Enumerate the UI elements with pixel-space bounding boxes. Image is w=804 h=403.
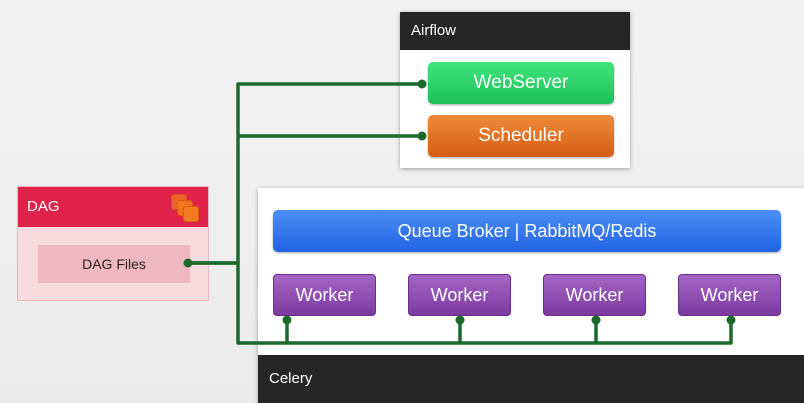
connector-dot-dag-files: [183, 258, 193, 268]
queue-broker-node: Queue Broker | RabbitMQ/Redis: [273, 210, 781, 252]
dag-header: DAG: [18, 187, 208, 227]
worker-node-3: Worker: [543, 274, 646, 316]
airflow-title: Airflow: [400, 12, 630, 50]
scheduler-node: Scheduler: [428, 115, 614, 157]
webserver-node: WebServer: [428, 62, 614, 104]
worker-node-2: Worker: [408, 274, 511, 316]
connector-dot-webserver: [417, 79, 427, 89]
celery-title: Celery: [258, 355, 804, 403]
connector-dag-to-airflow: [186, 82, 424, 265]
connector-dot-worker-3: [591, 315, 601, 325]
worker-node-4: Worker: [678, 274, 781, 316]
connector-dot-worker-2: [455, 315, 465, 325]
stacked-files-icon: [169, 192, 201, 224]
celery-panel: Queue Broker | RabbitMQ/Redis Worker Wor…: [258, 188, 804, 403]
dag-files-node: DAG Files: [38, 245, 190, 283]
connector-dot-scheduler: [417, 131, 427, 141]
connector-dag-to-workers: [186, 261, 733, 345]
worker-node-1: Worker: [273, 274, 376, 316]
airflow-panel: Airflow WebServer Scheduler: [400, 12, 630, 168]
dag-title: DAG: [27, 198, 60, 215]
connector-dot-worker-4: [726, 315, 736, 325]
connector-dot-worker-1: [282, 315, 292, 325]
dag-panel: DAG DAG Files: [17, 186, 209, 301]
